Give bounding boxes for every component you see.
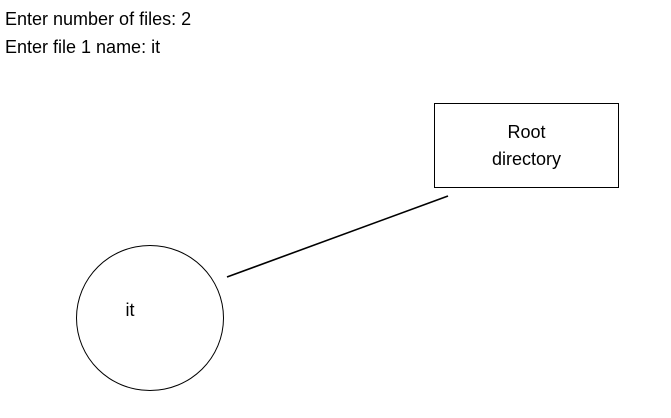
console-output: Enter number of files: 2 Enter file 1 na…: [5, 5, 625, 61]
edge-root-to-it: [226, 195, 449, 278]
file-node-it[interactable]: it: [76, 245, 224, 391]
console-line-file-1-name: Enter file 1 name: it: [5, 37, 161, 57]
root-directory-label-line1: Root: [507, 121, 546, 142]
console-line-files-count: Enter number of files: 2: [5, 9, 192, 29]
root-directory-node[interactable]: Root directory: [434, 103, 619, 188]
root-directory-label-line2: directory: [491, 148, 562, 169]
file-node-it-label: it: [125, 300, 135, 320]
